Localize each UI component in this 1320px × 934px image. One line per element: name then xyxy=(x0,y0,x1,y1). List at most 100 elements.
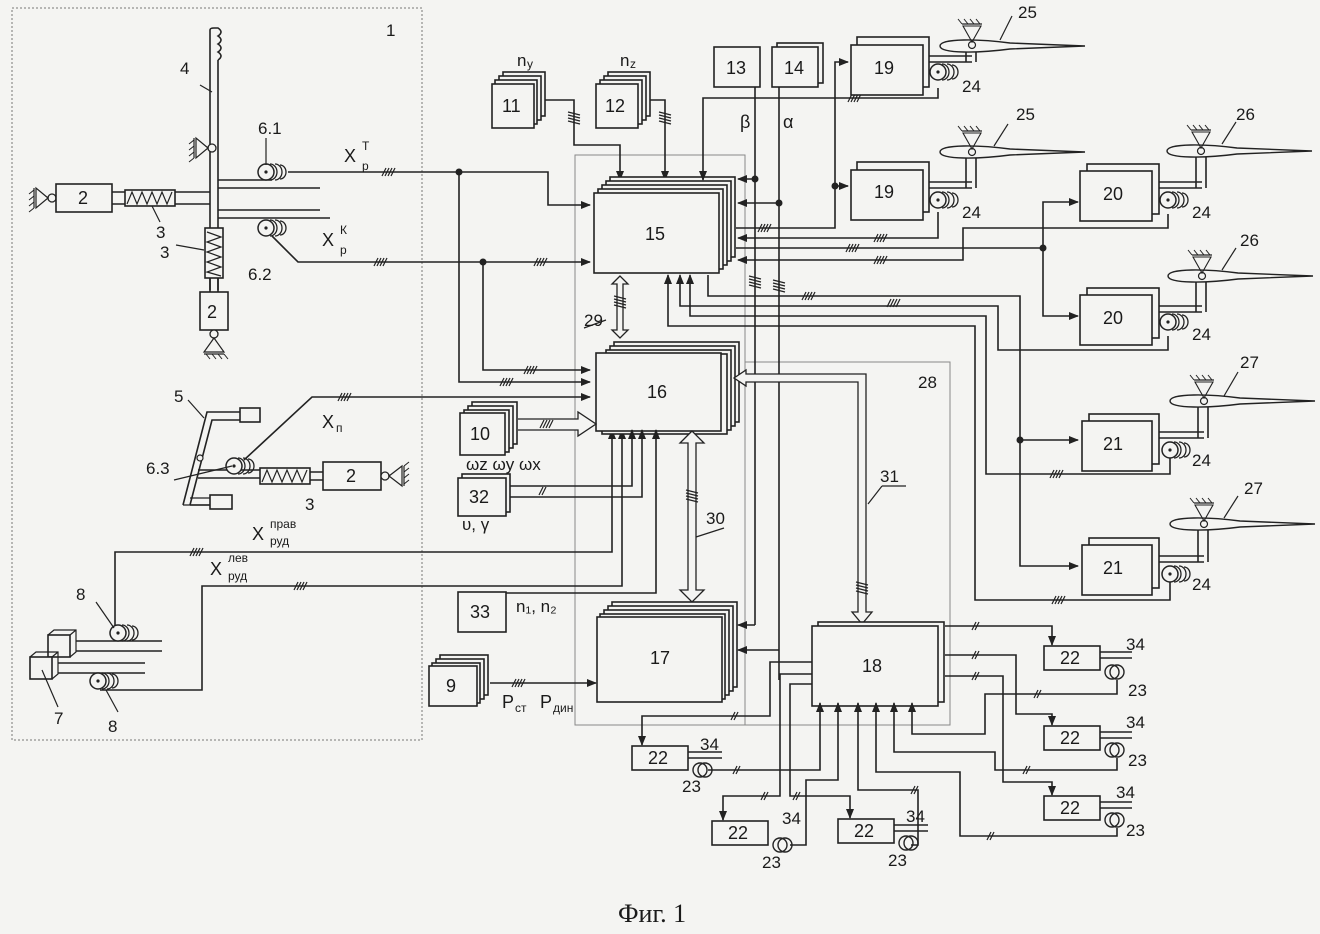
block-15: 15 xyxy=(594,177,735,273)
n12-label: n₁, n₂ xyxy=(516,597,557,616)
servo-22-right-1: 22 xyxy=(1044,646,1132,679)
surface-27-bottom-icon xyxy=(1170,518,1315,530)
svg-text:19: 19 xyxy=(874,182,894,202)
block-16: 16 xyxy=(596,342,739,434)
surface-25-top-label: 25 xyxy=(1018,3,1037,22)
throttle-sensor-bottom-icon xyxy=(90,673,118,689)
bus-29-label: 29 xyxy=(584,311,603,330)
throttle-label: 7 xyxy=(54,709,63,728)
pst-label: P xyxy=(502,692,514,712)
rod-34-label-4: 34 xyxy=(700,735,719,754)
bus-30 xyxy=(680,431,704,602)
lower-loader xyxy=(200,228,228,359)
block-14: 14 xyxy=(772,43,823,87)
figure-caption: Фиг. 1 xyxy=(618,899,686,928)
sensor-6-3-label: 6.3 xyxy=(146,459,170,478)
svg-text:22: 22 xyxy=(1060,798,1080,818)
svg-text:р: р xyxy=(340,243,347,257)
svg-text:18: 18 xyxy=(862,656,882,676)
svg-text:22: 22 xyxy=(728,823,748,843)
svg-text:22: 22 xyxy=(648,748,668,768)
svg-text:К: К xyxy=(340,223,347,237)
stick-label: 4 xyxy=(180,59,189,78)
block-11: 11 xyxy=(492,72,545,128)
block-32: 32 xyxy=(458,474,510,516)
surface-25-top-icon xyxy=(940,40,1085,52)
lower-loader-label: 2 xyxy=(207,302,217,322)
rod-34-label-3: 34 xyxy=(1116,783,1135,802)
svg-text:22: 22 xyxy=(854,821,874,841)
xn-label: X xyxy=(322,412,334,432)
ny-label: n xyxy=(517,51,526,70)
actuator-23-label-3: 23 xyxy=(1126,821,1145,840)
svg-text:прав: прав xyxy=(270,517,296,531)
rod-34-label-6: 34 xyxy=(906,807,925,826)
svg-text:11: 11 xyxy=(502,96,521,116)
sensor-24-label-3: 24 xyxy=(1192,203,1211,222)
pedal-loader-label: 2 xyxy=(346,466,356,486)
sensor-24-label-1: 24 xyxy=(962,77,981,96)
spring-label-1: 3 xyxy=(156,223,165,242)
cockpit-frame-label: 1 xyxy=(386,21,395,40)
svg-text:руд: руд xyxy=(228,569,247,583)
svg-text:21: 21 xyxy=(1103,434,1123,454)
svg-text:32: 32 xyxy=(469,487,489,507)
rod-34-label-1: 34 xyxy=(1126,635,1145,654)
sensor-24-label-4: 24 xyxy=(1192,325,1211,344)
left-loader xyxy=(29,184,210,212)
sensor-6-1-icon xyxy=(258,164,286,180)
sensor-6-2-label: 6.2 xyxy=(248,265,272,284)
svg-text:р: р xyxy=(362,159,369,173)
xpt-signal-line xyxy=(288,172,590,205)
computer-frame-label: 28 xyxy=(918,373,937,392)
rod-34-label-2: 34 xyxy=(1126,713,1145,732)
beta-label: β xyxy=(740,112,750,132)
omega-label: ωz ωy ωx xyxy=(466,455,541,474)
svg-text:33: 33 xyxy=(470,602,490,622)
block-17: 17 xyxy=(597,602,737,702)
block-10: 10 xyxy=(460,402,517,455)
block-18: 18 xyxy=(812,622,944,706)
pdyn-label: P xyxy=(540,692,552,712)
block-12: 12 xyxy=(596,72,650,128)
pedals-label: 5 xyxy=(174,387,183,406)
svg-text:15: 15 xyxy=(645,224,665,244)
svg-text:22: 22 xyxy=(1060,728,1080,748)
surface-26-top-label: 26 xyxy=(1236,105,1255,124)
svg-text:21: 21 xyxy=(1103,558,1123,578)
sensor-24-label-2: 24 xyxy=(962,203,981,222)
xrud-right-label: X xyxy=(252,524,264,544)
svg-text:10: 10 xyxy=(470,424,490,444)
spring-label-2: 3 xyxy=(160,243,169,262)
bus-10-16 xyxy=(518,412,596,436)
servo-22-bottom-1: 22 xyxy=(712,821,792,852)
actuator-23-label-4: 23 xyxy=(682,777,701,796)
throttle-sensor-top-label: 8 xyxy=(76,585,85,604)
actuator-23-label-1: 23 xyxy=(1128,681,1147,700)
surface-25-bottom-icon xyxy=(940,146,1085,158)
svg-text:13: 13 xyxy=(726,58,746,78)
actuator-21-top: 21 xyxy=(1082,402,1208,471)
actuator-23-label-2: 23 xyxy=(1128,751,1147,770)
actuator-20-bottom: 20 xyxy=(1080,276,1206,345)
svg-text:12: 12 xyxy=(605,96,625,116)
theta-gamma-label: υ, γ xyxy=(462,515,490,534)
svg-text:19: 19 xyxy=(874,58,894,78)
actuator-20-top: 20 xyxy=(1080,152,1206,221)
block-9: 9 xyxy=(429,655,488,706)
svg-text:дин: дин xyxy=(553,701,573,715)
nz-label: n xyxy=(620,51,629,70)
sensor-24-label-5: 24 xyxy=(1192,451,1211,470)
stick-pivot-icon xyxy=(189,138,216,162)
xpt-label: X xyxy=(344,146,356,166)
surface-26-top-icon xyxy=(1167,145,1312,157)
svg-text:16: 16 xyxy=(647,382,667,402)
alpha-label: α xyxy=(783,112,793,132)
actuator-19-bottom: 19 xyxy=(851,152,976,220)
actuator-23-label-6: 23 xyxy=(888,851,907,870)
svg-text:22: 22 xyxy=(1060,648,1080,668)
svg-text:z: z xyxy=(630,57,636,71)
svg-text:20: 20 xyxy=(1103,184,1123,204)
xpk-signal-line xyxy=(272,236,590,262)
